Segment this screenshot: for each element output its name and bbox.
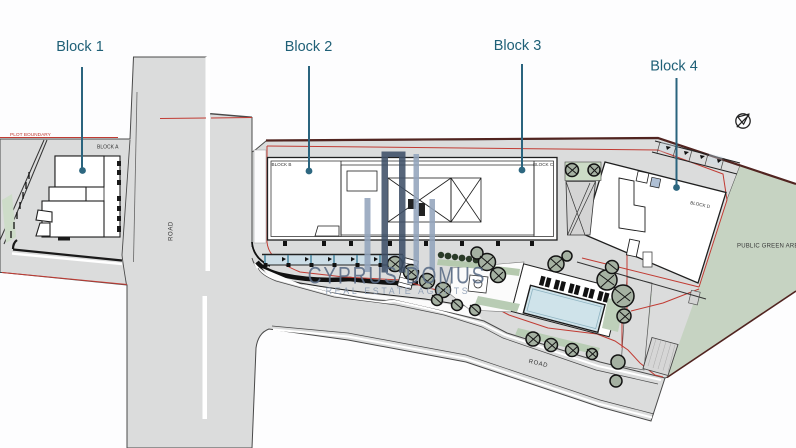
- svg-text:REAL ESTATE AGENTS: REAL ESTATE AGENTS: [326, 286, 471, 296]
- svg-text:Block 3: Block 3: [494, 38, 542, 54]
- svg-text:BLOCK B: BLOCK B: [272, 162, 292, 167]
- svg-text:PLOT BOUNDARY: PLOT BOUNDARY: [10, 132, 52, 138]
- svg-text:Block 4: Block 4: [650, 59, 698, 75]
- svg-text:BLOCK C: BLOCK C: [533, 162, 554, 167]
- svg-text:BLOCK A: BLOCK A: [97, 145, 119, 151]
- svg-text:PUBLIC GREEN AREA: PUBLIC GREEN AREA: [737, 244, 796, 250]
- svg-text:ROAD: ROAD: [169, 221, 175, 241]
- svg-text:Block 1: Block 1: [56, 39, 104, 55]
- svg-text:CYPRUS DOMUS: CYPRUS DOMUS: [308, 261, 487, 289]
- svg-text:BLOCK D: BLOCK D: [690, 200, 711, 209]
- svg-text:Block 2: Block 2: [285, 39, 333, 55]
- svg-text:ROAD: ROAD: [528, 359, 549, 369]
